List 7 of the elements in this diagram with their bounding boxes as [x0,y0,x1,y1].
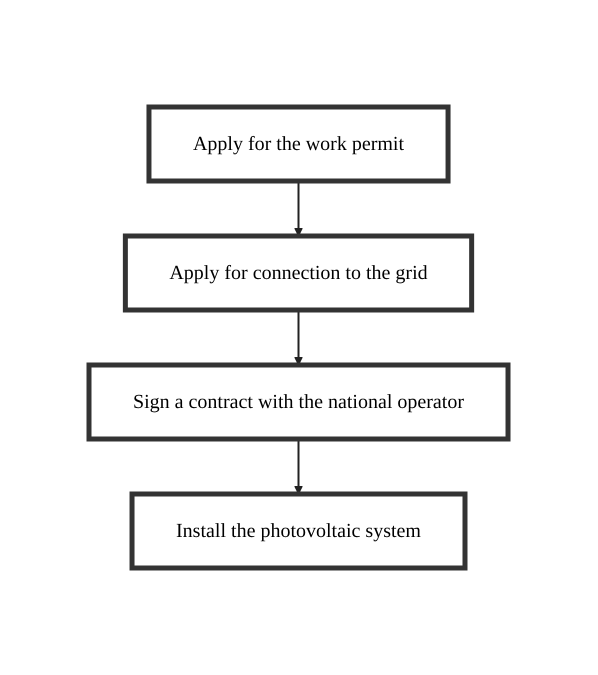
arrow [294,439,304,494]
arrow [294,310,304,366]
node-box: Apply for the work permit [146,104,452,184]
node-box: Apply for connection to the grid [123,234,475,312]
arrow [294,181,304,236]
node-box: Install the photovoltaic system [130,492,468,570]
node-box: Sign a contract with the national operator [86,362,511,442]
